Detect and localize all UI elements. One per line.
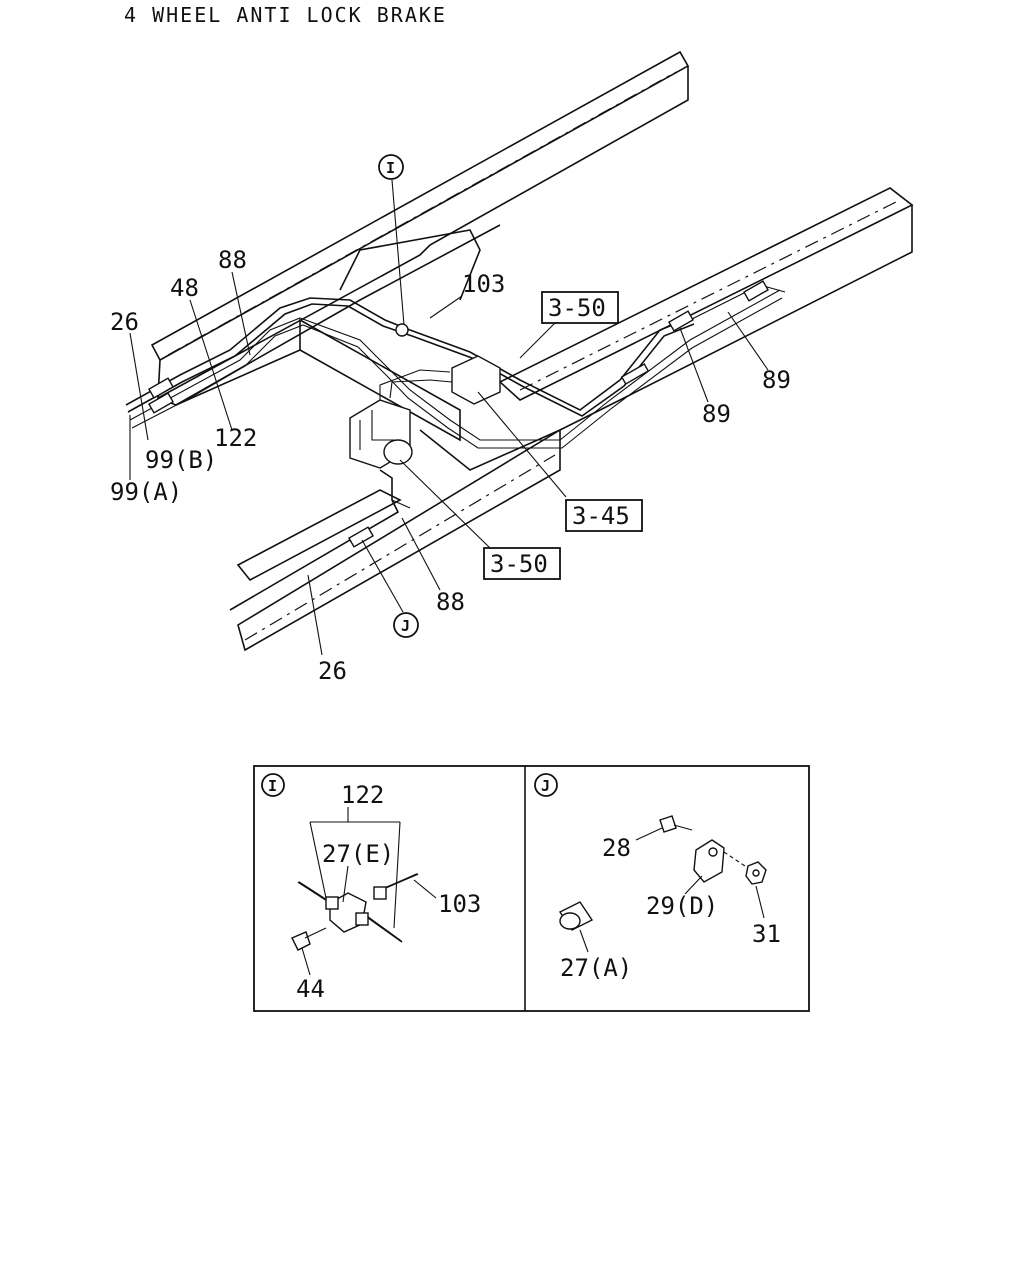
ref-3-50-bottom-label: 3-50: [490, 550, 548, 578]
detail-j-marker[interactable]: [393, 612, 419, 638]
part-99b-label: 99(B): [145, 446, 217, 474]
detail-i-marker[interactable]: [378, 154, 404, 180]
ref-3-45-label: 3-45: [572, 502, 630, 530]
part-103-label: 103: [462, 270, 505, 298]
part-88-top-label: 88: [218, 246, 247, 274]
part-99a-label: 99(A): [110, 478, 182, 506]
diagram-title: 4 WHEEL ANTI LOCK BRAKE: [124, 3, 447, 27]
ref-3-50-top-box[interactable]: [541, 291, 619, 324]
detail-panels-frame: [253, 765, 810, 1012]
main-callouts: I J 88 48 26 103 122 99(B) 99(A) 89 89 8…: [110, 154, 791, 685]
abs-hydraulic-unit: [349, 323, 501, 469]
part-122-label: 122: [214, 424, 257, 452]
part-89-mid-label: 89: [702, 400, 731, 428]
detail-j-part-31-label: 31: [752, 920, 781, 948]
part-89-right-label: 89: [762, 366, 791, 394]
leader-lines: [129, 179, 769, 656]
detail-j-panel-marker: [534, 773, 558, 797]
brake-lines: [125, 280, 786, 611]
ref-3-50-top-label: 3-50: [548, 294, 606, 322]
detail-i-part-44-label: 44: [296, 975, 325, 1003]
detail-j-panel-marker-label: J: [541, 777, 550, 795]
part-26-top-label: 26: [110, 308, 139, 336]
detail-i-panel-marker-label: I: [268, 777, 277, 795]
detail-i-panel-marker: [261, 773, 285, 797]
detail-i-part-103-label: 103: [438, 890, 481, 918]
detail-i-panel: I 122 27(E) 103 44: [261, 773, 481, 1003]
detail-j-part-29d-label: 29(D): [646, 892, 718, 920]
detail-j-panel: J 28 29(D) 31 27(A): [534, 773, 781, 982]
part-26-bottom-label: 26: [318, 657, 347, 685]
detail-i-part-122-label: 122: [341, 781, 384, 809]
ref-3-50-bottom-box[interactable]: [483, 547, 561, 580]
detail-j-part-28-label: 28: [602, 834, 631, 862]
detail-j-part-27a-label: 27(A): [560, 954, 632, 982]
detail-panels: [253, 765, 810, 1012]
part-88-bottom-label: 88: [436, 588, 465, 616]
detail-j-marker-label: J: [401, 617, 410, 635]
part-48-label: 48: [170, 274, 199, 302]
detail-i-marker-label: I: [386, 159, 395, 177]
ref-3-45-box[interactable]: [565, 499, 643, 532]
detail-i-part-27e-label: 27(E): [322, 840, 394, 868]
